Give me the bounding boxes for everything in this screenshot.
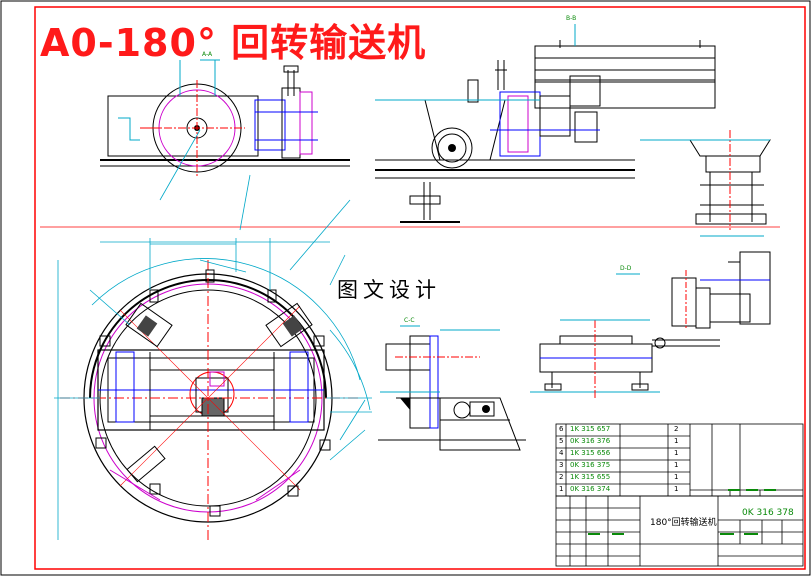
section-detail-right: D-D <box>530 251 771 400</box>
parts-row-number: 5 <box>559 437 564 445</box>
label-d: D-D <box>620 265 632 272</box>
label-ab: A-A <box>202 51 213 58</box>
parts-row-code: 1K 315 657 <box>570 425 611 433</box>
label-c: C-C <box>404 317 415 324</box>
plan-view-circle <box>54 129 372 540</box>
drawing-number: 0K 316 378 <box>742 508 794 518</box>
parts-row-number: 4 <box>559 449 564 457</box>
parts-row-qty: 2 <box>674 425 679 433</box>
parts-row-code: 1K 315 655 <box>570 473 611 481</box>
side-view-left: A-A <box>100 51 350 176</box>
front-elevation: B-B <box>375 15 771 237</box>
parts-row-code: 0K 316 374 <box>570 485 611 493</box>
parts-row-code: 0K 316 375 <box>570 461 611 469</box>
parts-row-code: 1K 315 656 <box>570 449 611 457</box>
parts-row-number: 3 <box>559 461 564 469</box>
parts-row-number: 1 <box>559 485 564 493</box>
section-detail-middle: C-C <box>378 317 526 451</box>
label-b: B-B <box>566 15 576 22</box>
drawing-title: A0-180° 回转输送机 <box>40 21 427 65</box>
drawing-name: 180°回转输送机 <box>650 518 717 528</box>
parts-row-number: 2 <box>559 473 564 481</box>
parts-row-qty: 1 <box>674 473 679 481</box>
title-block-ticks <box>588 489 776 535</box>
parts-row-qty: 1 <box>674 437 679 445</box>
watermark-text: 图文设计 <box>337 278 441 302</box>
inner-frame <box>34 6 806 570</box>
title-block <box>555 495 804 567</box>
parts-row-qty: 1 <box>674 449 679 457</box>
parts-row-qty: 1 <box>674 461 679 469</box>
parts-row-qty: 1 <box>674 485 679 493</box>
parts-row-code: 0K 316 376 <box>570 437 611 445</box>
parts-row-number: 6 <box>559 425 564 433</box>
